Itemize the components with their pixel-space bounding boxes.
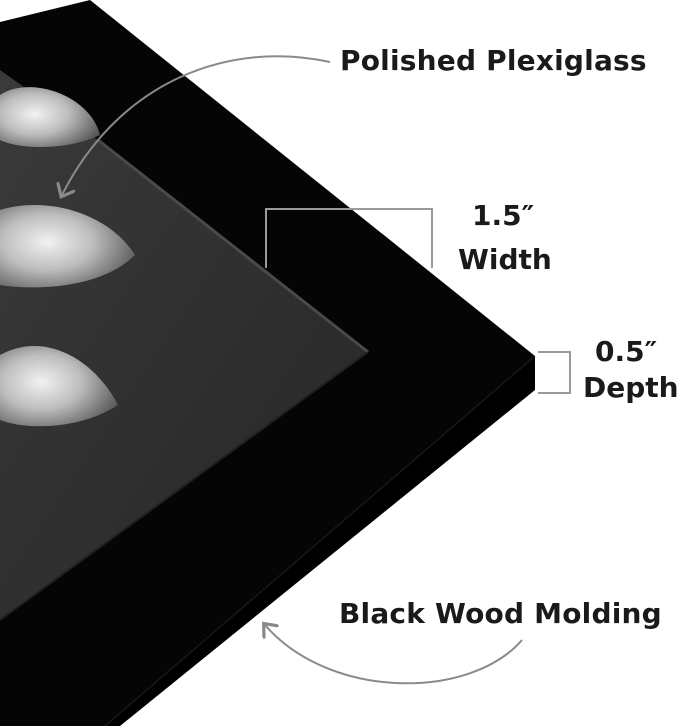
molding-label: Black Wood Molding (339, 597, 662, 630)
width-value: 1.5″ (472, 199, 535, 232)
depth-label: Depth (583, 371, 679, 404)
depth-bracket (538, 351, 571, 394)
leaf-middle (0, 205, 135, 288)
leaf-bottom (0, 345, 118, 427)
leaf-top (0, 87, 100, 147)
plexiglass-label: Polished Plexiglass (340, 44, 647, 77)
plexiglass-arrow (62, 55, 331, 195)
molding-arrow (265, 625, 523, 685)
depth-value: 0.5″ (595, 335, 658, 368)
width-label: Width (458, 243, 552, 276)
width-bracket (265, 208, 433, 268)
artwork-panel (0, 70, 368, 620)
